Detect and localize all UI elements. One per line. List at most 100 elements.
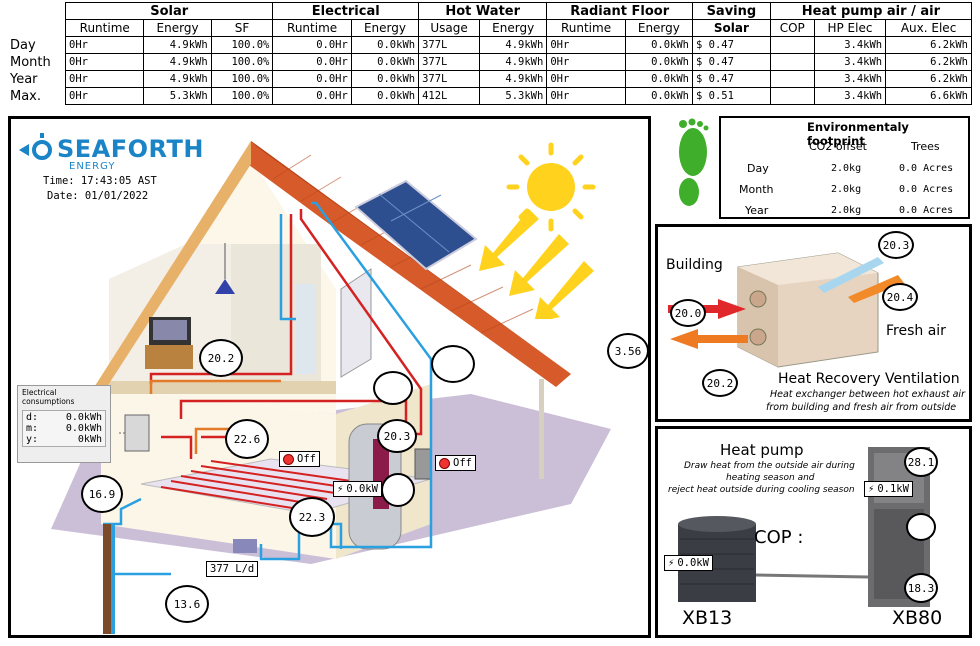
house-panel: SEAFORTH ENERGY Time: 17:43:05 AST Date:… xyxy=(8,116,651,638)
outdoor-power-readout: ⚡ 0.0kW xyxy=(664,555,713,571)
summary-cell: 3.4kWh xyxy=(813,36,887,54)
footprint-label-year: Year xyxy=(745,204,769,217)
sun-rays-arrows-icon xyxy=(479,209,594,319)
summary-cell: $ 0.47 xyxy=(692,70,771,88)
summary-cell: 0.0kWh xyxy=(624,87,694,105)
subheader-3: Runtime xyxy=(272,19,352,37)
summary-cell: 0.0kWh xyxy=(350,87,420,105)
subheader-5: Usage xyxy=(418,19,481,37)
hrv-temp-fresh-in: 20.4 xyxy=(882,283,918,311)
seaforth-logo: SEAFORTH ENERGY xyxy=(17,133,207,173)
hrv-desc-2: from building and fresh air from outside xyxy=(766,402,957,413)
temp-ground-in: 16.9 xyxy=(81,475,123,513)
summary-table: Solar Electrical Hot Water Radiant Floor… xyxy=(4,2,973,105)
summary-cell xyxy=(769,70,815,88)
temp-manifold: 22.6 xyxy=(225,419,269,459)
summary-row-label: Max. xyxy=(10,88,42,104)
tank-power-value: 0.0kW xyxy=(346,483,378,495)
temp-pipe-top xyxy=(431,345,475,383)
summary-cell: 5.3kWh xyxy=(479,87,548,105)
summary-cell: 100.0% xyxy=(210,53,274,71)
power-toggle-icon xyxy=(439,457,450,469)
brand-name: SEAFORTH xyxy=(57,135,204,163)
summary-cell xyxy=(769,53,815,71)
flow-rate: 377 L/d xyxy=(206,561,259,577)
elec-day-value: 0.0kWh xyxy=(65,412,102,423)
indoor-model: XB80 xyxy=(892,607,943,629)
group-solar: Solar xyxy=(64,2,274,20)
summary-cell: 100.0% xyxy=(210,36,274,54)
summary-cell: 3.4kWh xyxy=(813,87,887,105)
subheader-9: Solar xyxy=(692,19,771,37)
temp-ground-out: 13.6 xyxy=(165,585,209,623)
subheader-11: HP Elec xyxy=(813,19,887,37)
summary-cell: 0Hr xyxy=(546,53,626,71)
summary-cell: 4.9kWh xyxy=(479,53,548,71)
hp-temp-top: 28.1 xyxy=(904,447,938,477)
hrv-unit-illustration xyxy=(668,241,908,368)
summary-cell: 0Hr xyxy=(546,87,626,105)
footprint-col-co2: CO2 offset xyxy=(809,140,867,153)
summary-cell: 0.0kWh xyxy=(350,53,420,71)
elec-month-label: m: xyxy=(26,423,39,434)
summary-cell: $ 0.47 xyxy=(692,53,771,71)
wall-switch-label: Off xyxy=(453,457,472,469)
lightning-icon: ⚡ xyxy=(868,483,875,495)
group-saving: Saving xyxy=(692,2,771,20)
summary-cell: 0Hr xyxy=(546,70,626,88)
hrv-temp-exhaust-out: 20.3 xyxy=(878,231,914,259)
summary-row-label: Year xyxy=(10,71,38,87)
electrical-consumption-title: Electrical consumptions xyxy=(22,388,75,406)
summary-cell: $ 0.47 xyxy=(692,36,771,54)
logo-mark-icon xyxy=(19,133,52,160)
sun-icon xyxy=(506,142,596,232)
hrv-building-label: Building xyxy=(666,257,723,273)
summary-cell: 0Hr xyxy=(64,87,145,105)
group-heat-pump: Heat pump air / air xyxy=(769,2,973,20)
footprint-trees-day: 0.0 Acres xyxy=(899,163,954,174)
subheader-2: SF xyxy=(210,19,274,37)
heat-pump-desc-3: reject heat outside during cooling seaso… xyxy=(668,485,855,495)
summary-cell: 6.2kWh xyxy=(885,53,972,71)
temp-tank-out xyxy=(373,371,413,405)
tank-power-readout: ⚡ 0.0kW xyxy=(333,481,382,497)
subheader-6: Energy xyxy=(479,19,548,37)
misc-value: 3.56 xyxy=(607,333,649,369)
summary-cell xyxy=(769,36,815,54)
summary-cell: 377L xyxy=(418,53,481,71)
clock-time: Time: 17:43:05 AST xyxy=(43,175,157,187)
electrical-values: d:0.0kWh m:0.0kWh y:0kWh xyxy=(22,410,106,447)
summary-cell: 0.0Hr xyxy=(272,87,352,105)
summary-cell: $ 0.51 xyxy=(692,87,771,105)
indoor-power-value: 0.1kW xyxy=(877,483,909,495)
cop-label: COP : xyxy=(754,527,804,548)
hrv-desc-1: Heat exchanger between hot exhaust air xyxy=(770,389,965,400)
heat-pump-desc-2: heating season and xyxy=(726,473,815,483)
temp-floor: 22.3 xyxy=(289,497,335,537)
clock-date: Date: 01/01/2022 xyxy=(47,190,149,202)
wall-switch[interactable]: Off xyxy=(435,455,476,471)
summary-cell: 4.9kWh xyxy=(479,36,548,54)
subheader-7: Runtime xyxy=(546,19,626,37)
summary-cell: 0.0kWh xyxy=(350,36,420,54)
footprint-icon xyxy=(679,118,709,206)
footprint-trees-year: 0.0 Acres xyxy=(899,205,954,216)
subheader-1: Energy xyxy=(143,19,212,37)
tank-switch[interactable]: Off xyxy=(279,451,320,467)
summary-cell: 4.9kWh xyxy=(143,70,212,88)
footprint-label-day: Day xyxy=(747,162,769,175)
footprint-col-trees: Trees xyxy=(911,140,940,153)
summary-cell xyxy=(769,87,815,105)
summary-cell: 100.0% xyxy=(210,87,274,105)
temp-tank-low xyxy=(381,473,415,507)
subheader-10: COP xyxy=(769,19,815,37)
footprint-panel: Environmentaly footprint CO2 offset Tree… xyxy=(655,116,972,220)
summary-cell: 6.6kWh xyxy=(885,87,972,105)
indoor-power-readout: ⚡ 0.1kW xyxy=(864,481,913,497)
footprint-co2-year: 2.0kg xyxy=(831,205,862,216)
tank-switch-label: Off xyxy=(297,453,316,465)
summary-cell: 377L xyxy=(418,36,481,54)
